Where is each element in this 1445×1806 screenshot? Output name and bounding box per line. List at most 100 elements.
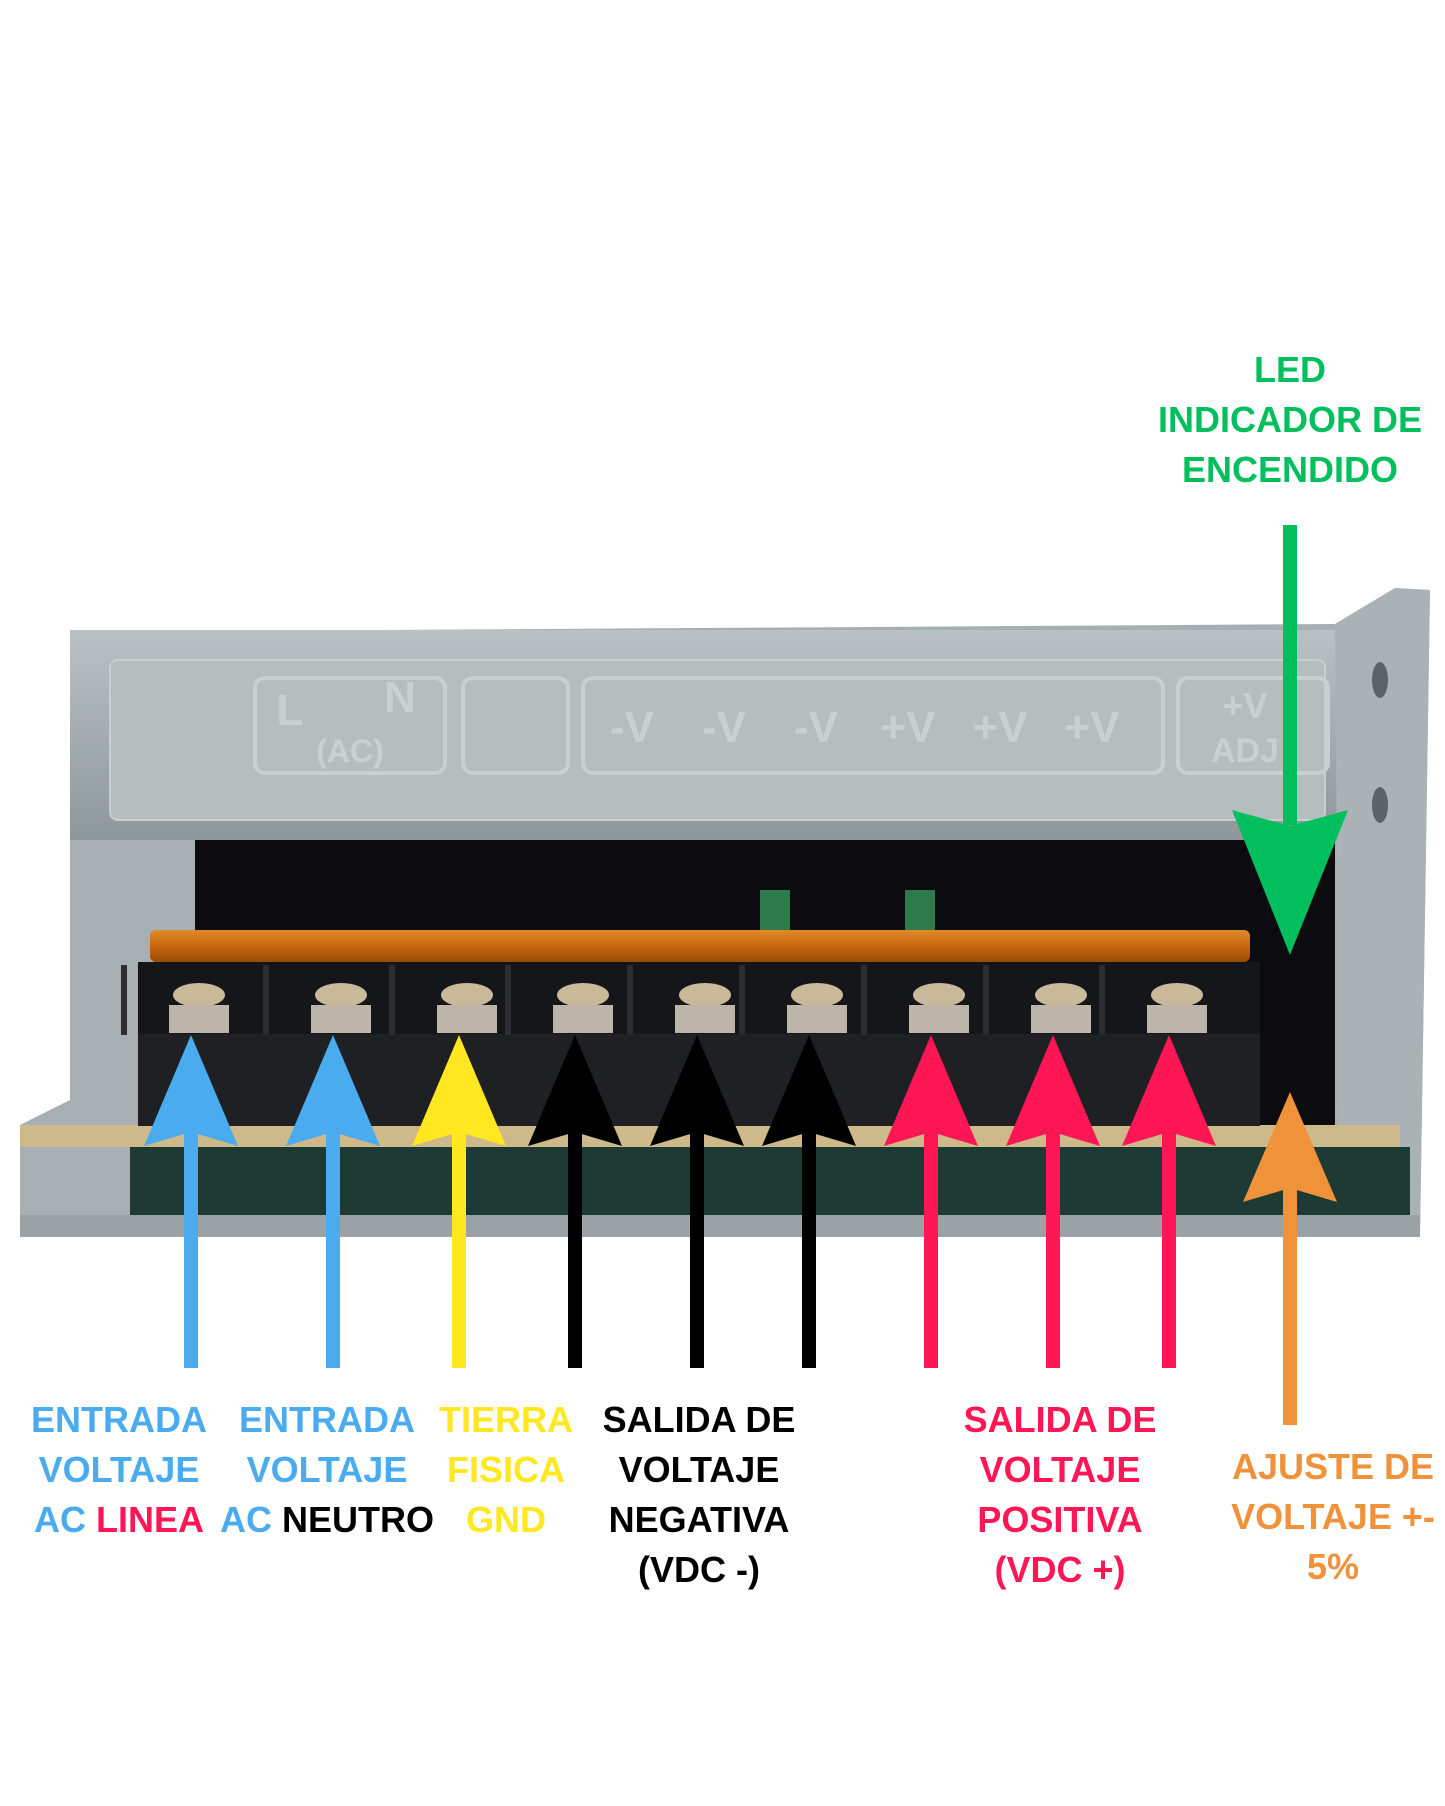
arrow-head (1122, 1035, 1216, 1146)
case-marking-n: N (384, 673, 416, 722)
label-line: VOLTAJE (979, 1449, 1141, 1490)
terminal-divider (1099, 965, 1105, 1035)
case-marking-pos-v: +V (972, 703, 1028, 752)
arrow-head (286, 1035, 380, 1146)
label-line: VOLTAJE (38, 1449, 200, 1490)
case-marking-l: L (277, 686, 304, 735)
label-line: SALIDA DE (602, 1399, 796, 1440)
arrow-vdc-neg-1 (528, 1035, 622, 1368)
arrow-vdc-pos-1 (884, 1035, 978, 1368)
terminal-divider (389, 965, 395, 1035)
case-marking-pos-v: +V (1064, 703, 1120, 752)
terminal-washer (675, 1005, 735, 1033)
arrow-shaft (1162, 1131, 1176, 1368)
arrow-shaft (568, 1131, 582, 1368)
arrow-shaft (690, 1131, 704, 1368)
label-line: ENTRADA (31, 1399, 207, 1440)
terminal-divider (505, 965, 511, 1035)
label-line: TIERRA (439, 1399, 573, 1440)
terminal-washer (553, 1005, 613, 1033)
arrow-head (528, 1035, 622, 1146)
terminal-screw (1035, 983, 1087, 1007)
label-line: NEGATIVA (608, 1499, 790, 1540)
case-marking-neg-v: -V (702, 703, 747, 752)
label-ac: AC (219, 1499, 272, 1540)
arrow-head (884, 1035, 978, 1146)
arrow-head (762, 1035, 856, 1146)
arrow-shaft (1283, 525, 1297, 825)
arrow-vdc-pos-2 (1006, 1035, 1100, 1368)
label-ajuste-voltaje: AJUSTE DE VOLTAJE +- 5% (1231, 1442, 1435, 1592)
terminal-divider (627, 965, 633, 1035)
terminal-divider (263, 965, 269, 1035)
arrow-head (1232, 810, 1348, 955)
case-marking-neg-v: -V (794, 703, 839, 752)
led-label-line: LED (1253, 349, 1326, 390)
label-line: POSITIVA (977, 1499, 1143, 1540)
terminal-screw (1151, 983, 1203, 1007)
case-marking-neg-v: -V (610, 703, 655, 752)
label-ac: AC (33, 1499, 86, 1540)
terminal-divider (861, 965, 867, 1035)
terminal-washer (1147, 1005, 1207, 1033)
label-line: FISICA (446, 1449, 565, 1490)
arrow-shaft (184, 1131, 198, 1368)
terminal-washer (437, 1005, 497, 1033)
label-ac-linea: ENTRADA VOLTAJE AC LINEA (31, 1395, 207, 1545)
arrow-vdc-pos-3 (1122, 1035, 1216, 1368)
terminal-screw (913, 983, 965, 1007)
label-line: 5% (1306, 1546, 1360, 1587)
case-marking-pos-v: +V (1222, 685, 1267, 726)
label-line: VOLTAJE +- (1231, 1496, 1435, 1537)
case-markings: L N (AC) -V -V -V +V +V +V +V ADJ (277, 673, 1279, 770)
led-label-line: ENCENDIDO (1181, 449, 1399, 490)
terminal-washer (787, 1005, 847, 1033)
label-neutro: NEUTRO (282, 1499, 435, 1540)
arrow-shaft (452, 1131, 466, 1368)
arrow-head (650, 1035, 744, 1146)
label-line: VOLTAJE (246, 1449, 408, 1490)
label-vdc-positiva: SALIDA DE VOLTAJE POSITIVA (VDC +) (964, 1395, 1157, 1595)
terminal-washer (169, 1005, 229, 1033)
arrow-linea (144, 1035, 238, 1368)
label-vdc-negativa: SALIDA DE VOLTAJE NEGATIVA (VDC -) (603, 1395, 796, 1595)
arrow-head (1243, 1092, 1337, 1202)
label-line: (VDC +) (994, 1549, 1126, 1590)
arrow-shaft (1046, 1131, 1060, 1368)
terminal-screw (441, 983, 493, 1007)
terminal-divider (739, 965, 745, 1035)
arrow-vdc-neg-2 (650, 1035, 744, 1368)
label-line: (VDC -) (638, 1549, 760, 1590)
arrow-head (1006, 1035, 1100, 1146)
label-linea: LINEA (96, 1499, 204, 1540)
arrow-neutro (286, 1035, 380, 1368)
arrow-led-indicator (1232, 525, 1348, 955)
arrow-head (144, 1035, 238, 1146)
case-marking-ac: (AC) (316, 733, 384, 769)
arrow-voltage-adjust (1243, 1092, 1337, 1425)
terminal-screw (173, 983, 225, 1007)
arrow-vdc-neg-3 (762, 1035, 856, 1368)
terminal-screw (557, 983, 609, 1007)
arrow-shaft (924, 1131, 938, 1368)
case-marking-adj: ADJ (1211, 732, 1279, 770)
arrow-shaft (1283, 1187, 1297, 1425)
terminal-screw (791, 983, 843, 1007)
label-line: AC LINEA (31, 1495, 207, 1545)
label-line: VOLTAJE (618, 1449, 780, 1490)
label-line: SALIDA DE (963, 1399, 1157, 1440)
terminal-screw (315, 983, 367, 1007)
label-line: GND (466, 1499, 546, 1540)
terminal-divider (121, 965, 127, 1035)
led-indicator-label: LED INDICADOR DE ENCENDIDO (1158, 345, 1422, 495)
label-tierra-gnd: TIERRA FISICA GND (439, 1395, 573, 1545)
terminal-washer (1031, 1005, 1091, 1033)
arrow-head (412, 1035, 506, 1146)
arrow-tierra (412, 1035, 506, 1368)
case-marking-pos-v: +V (880, 703, 936, 752)
label-line: ENTRADA (238, 1399, 415, 1440)
arrow-shaft (802, 1131, 816, 1368)
led-label-line: INDICADOR DE (1157, 399, 1423, 440)
